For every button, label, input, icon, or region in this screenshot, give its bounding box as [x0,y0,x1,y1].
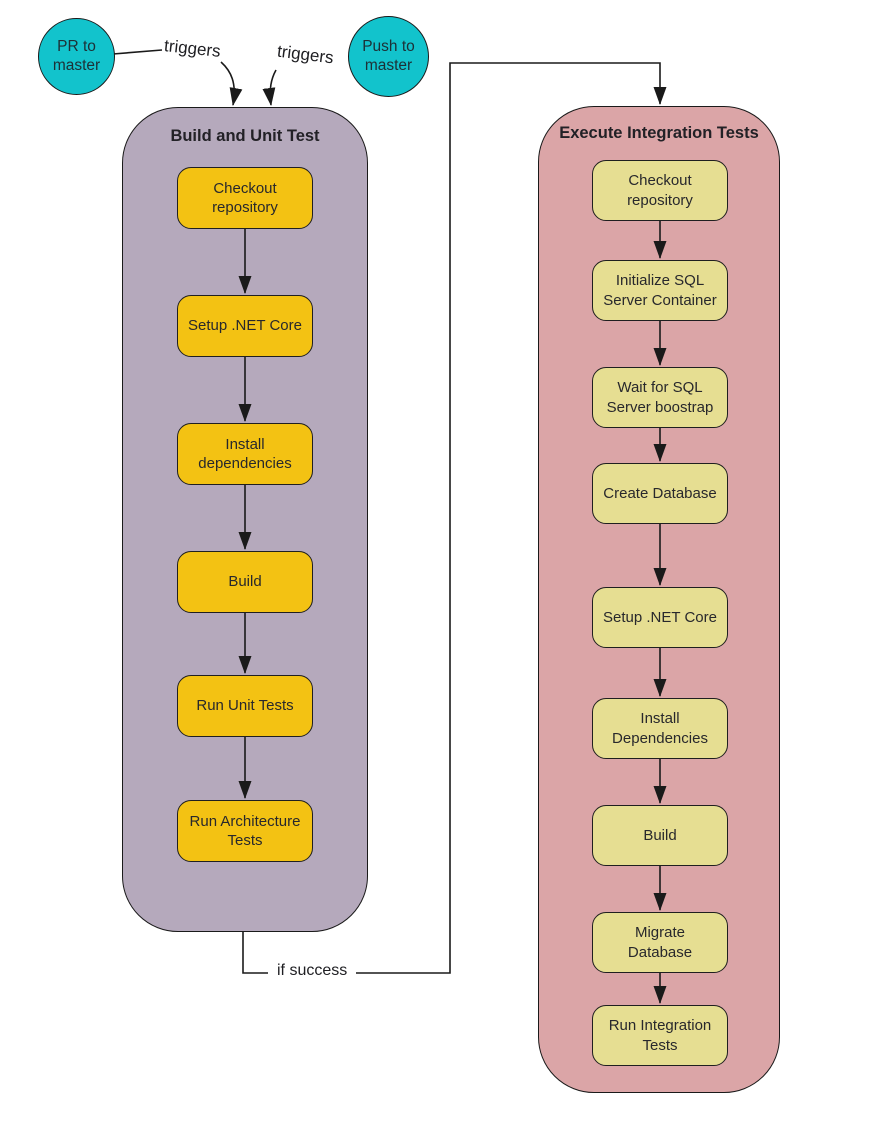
step-int-create-database: Create Database [592,463,728,524]
workflow-build-title: Build and Unit Test [170,127,320,145]
step-run-unit-tests: Run Unit Tests [177,675,313,737]
step-int-migrate-database: Migrate Database [592,912,728,973]
step-setup-dotnet-core: Setup .NET Core [177,295,313,357]
step-run-architecture-tests: Run Architecture Tests [177,800,313,862]
step-int-build: Build [592,805,728,866]
edge-label-triggers-2: triggers [276,41,335,68]
step-checkout-repository: Checkout repository [177,167,313,229]
step-int-checkout-repository: Checkout repository [592,160,728,221]
edge-trigger-2 [262,69,277,106]
step-int-setup-dotnet-core: Setup .NET Core [592,587,728,648]
step-build: Build [177,551,313,613]
step-int-install-dependencies: Install Dependencies [592,698,728,759]
edge-pr-to-label [112,49,163,55]
workflow-integration-title: Execute Integration Tests [559,124,759,142]
edge-label-if-success: if success [268,960,357,982]
edge-trigger-1 [220,61,243,106]
edge-label-triggers-1: triggers [163,36,222,61]
trigger-node-push-to-master: Push to master [348,16,429,97]
trigger-node-pr-to-master: PR to master [38,18,115,95]
step-int-initialize-sql-server-container: Initialize SQL Server Container [592,260,728,321]
step-int-wait-for-sql-server-bootstrap: Wait for SQL Server boostrap [592,367,728,428]
step-int-run-integration-tests: Run Integration Tests [592,1005,728,1066]
step-install-dependencies: Install dependencies [177,423,313,485]
